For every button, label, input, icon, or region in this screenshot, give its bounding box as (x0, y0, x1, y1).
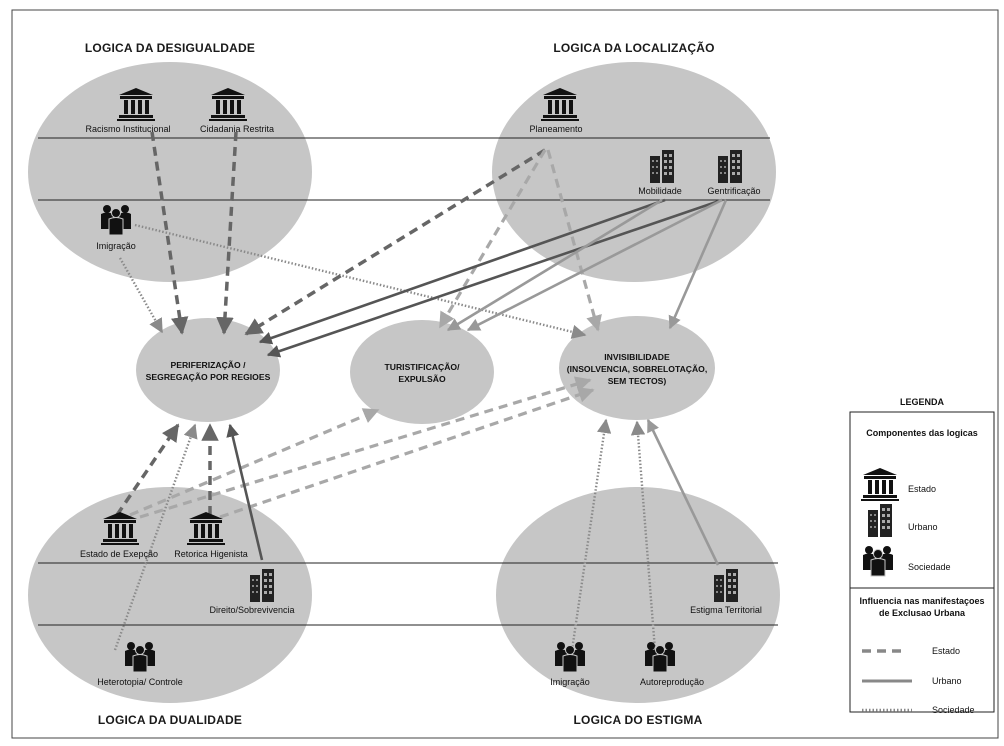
legend-influence-title-2: de Exclusao Urbana (879, 608, 966, 618)
ellipse-desigualdade (28, 62, 312, 282)
arrow-state (150, 131, 189, 335)
arrow-state (216, 131, 238, 335)
arrow-urban (258, 198, 666, 345)
ellipse-dualidade (28, 487, 312, 703)
label-turistificacao-2: EXPULSÃO (398, 374, 446, 384)
label-periferizacao-2: SEGREGAÇÃO POR REGIOES (146, 372, 271, 382)
label-periferizacao-1: PERIFERIZAÇÃO / (171, 360, 247, 370)
influence-arrows (113, 131, 728, 651)
label-gentrificacao: Gentrificação (707, 186, 760, 196)
label-turistificacao-1: TURISTIFICAÇÃO/ (385, 362, 461, 372)
title-estigma: LOGICA DO ESTIGMA (574, 713, 703, 727)
ellipse-periferizacao (136, 318, 280, 422)
arrow-urban (446, 198, 663, 332)
title-localizacao: LOGICA DA LOCALIZAÇÃO (553, 40, 714, 55)
legend-influence-title-1: Influencia nas manifestaçoes (859, 596, 984, 606)
arrow-state (139, 376, 592, 519)
legend-influence-sociedade: Sociedade (932, 705, 975, 715)
legend: LEGENDA Componentes das logicas Estado U… (849, 397, 995, 715)
label-racismo: Racismo Institucional (85, 124, 170, 134)
arrow-state (546, 149, 602, 332)
label-invisibilidade-3: SEM TECTOS) (608, 376, 667, 386)
label-autoreproducao: Autoreprodução (640, 677, 704, 687)
label-heterotopia: Heterotopia/ Controle (97, 677, 183, 687)
arrow-urban (646, 418, 720, 566)
arrow-state (244, 148, 546, 336)
label-imigracao: Imigração (96, 241, 136, 251)
arrow-society (134, 223, 587, 339)
arrow-urban (466, 198, 723, 332)
legend-title: LEGENDA (900, 397, 945, 407)
title-desigualdade: LOGICA DA DESIGUALDADE (85, 41, 255, 55)
ellipse-turistificacao (350, 320, 494, 424)
legend-component-estado: Estado (908, 484, 936, 494)
label-imigracao-estigma: Imigração (550, 677, 590, 687)
legend-component-urbano: Urbano (908, 522, 938, 532)
label-retorica: Retorica Higenista (174, 549, 248, 559)
label-planeamento: Planeamento (529, 124, 582, 134)
legend-components-title: Componentes das logicas (866, 428, 978, 438)
arrow-society (118, 257, 164, 334)
arrow-state (115, 423, 180, 516)
legend-influence-estado: Estado (932, 646, 960, 656)
label-estado-excecao: Estado de Exepção (80, 549, 158, 559)
title-dualidade: LOGICA DA DUALIDADE (98, 713, 242, 727)
band-lines (38, 137, 778, 626)
arrow-urban (226, 423, 264, 561)
label-cidadania: Cidadania Restrita (200, 124, 274, 134)
arrow-society (113, 423, 198, 651)
arrow-state (438, 149, 547, 329)
label-direito: Direito/Sobrevivencia (209, 605, 294, 615)
arrow-society (570, 418, 612, 651)
label-invisibilidade-2: (INSOLVENCIA, SOBRELOTAÇÃO, (567, 364, 708, 374)
outer-frame (11, 9, 999, 739)
legend-component-sociedade: Sociedade (908, 562, 951, 572)
manifestation-ellipses (136, 316, 715, 424)
label-invisibilidade-1: INVISIBILIDADE (604, 352, 670, 362)
arrow-state (219, 387, 595, 519)
arrow-urban (668, 199, 728, 330)
label-mobilidade: Mobilidade (638, 186, 682, 196)
ellipse-invisibilidade (559, 316, 715, 420)
arrow-urban (266, 198, 723, 358)
legend-influence-urbano: Urbano (932, 676, 962, 686)
label-estigma-territorial: Estigma Territorial (690, 605, 762, 615)
